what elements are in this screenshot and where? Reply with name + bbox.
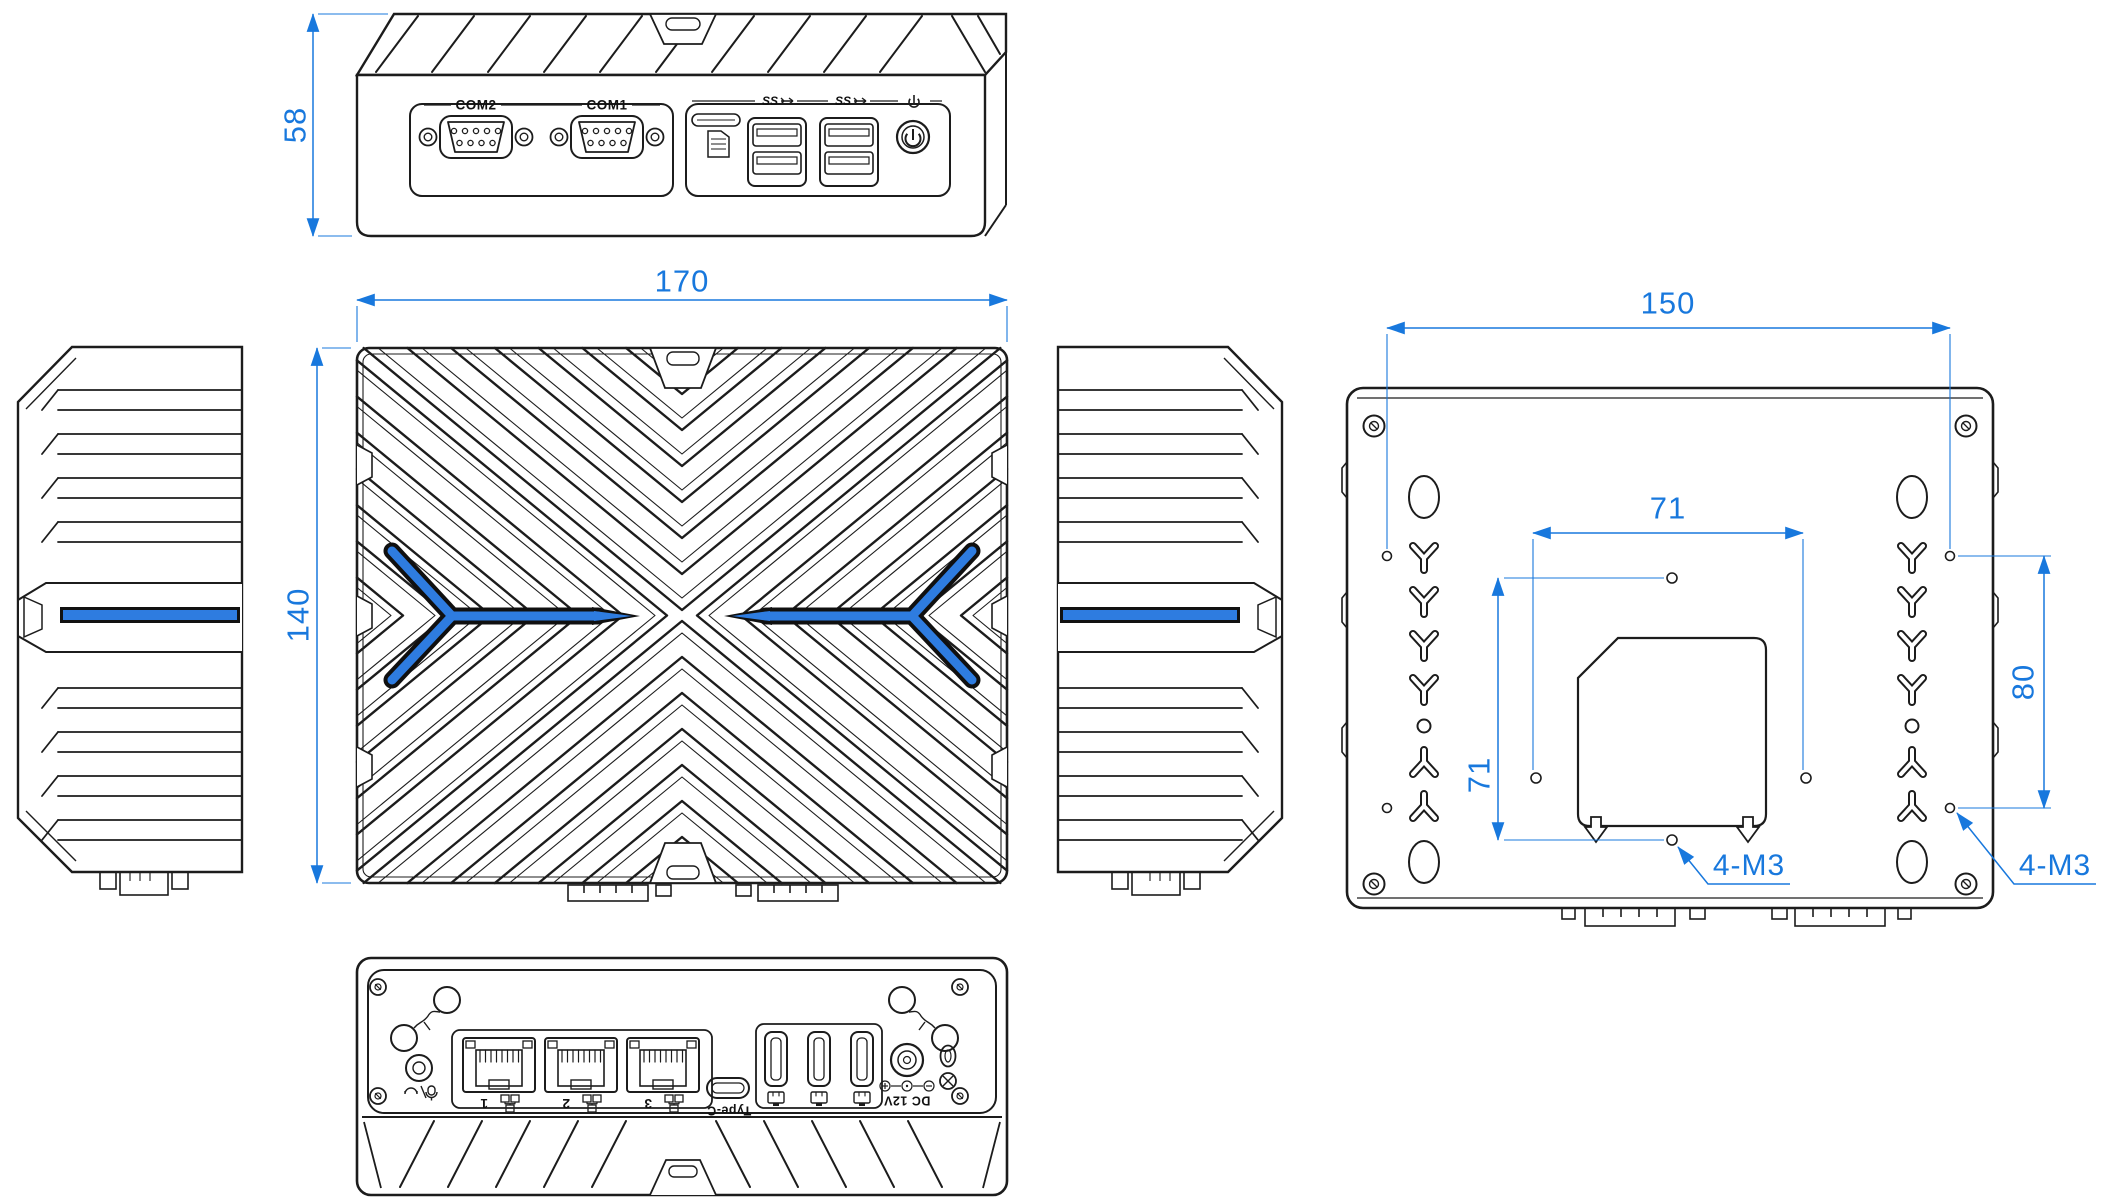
rear-view xyxy=(355,956,1009,1197)
bottom-connector-stubs xyxy=(567,884,839,902)
accent-y-left xyxy=(383,542,640,689)
lan-block xyxy=(451,1029,713,1109)
top-view xyxy=(355,346,1009,902)
lan-network-icon xyxy=(500,1094,684,1113)
bottom-view-stubs xyxy=(1561,907,1912,927)
mounting-holes xyxy=(1381,550,1956,846)
lan3-label: 3 xyxy=(643,1095,653,1111)
hdmi-block xyxy=(755,1023,883,1109)
rear-fin-band xyxy=(399,1120,943,1188)
dim-vesa-71-vertical: 71 xyxy=(1461,756,1497,794)
dimension-lines xyxy=(306,13,2096,885)
usb-typec-port xyxy=(706,1077,750,1099)
y-vent-columns xyxy=(1409,542,1927,822)
usb3-ss-label-1: SS xyxy=(761,94,779,108)
thread-callout-outer: 4-M3 xyxy=(2018,849,2092,882)
hollow-down-arrow-icon xyxy=(1583,816,1761,844)
oval-cutouts xyxy=(1408,475,1928,884)
sim-card-icon xyxy=(691,113,741,158)
antenna-hole-icon xyxy=(390,986,959,1052)
power-icon xyxy=(908,95,920,108)
hdmi-ports xyxy=(764,1031,874,1106)
com-panel xyxy=(409,103,674,197)
bottom-view xyxy=(1341,386,1999,927)
db9-serial-ports xyxy=(418,115,665,159)
audio-jack xyxy=(405,1054,433,1082)
side-view-right xyxy=(1056,345,1284,897)
com2-label: COM2 xyxy=(455,97,497,113)
power-button[interactable] xyxy=(895,119,931,155)
lan1-label: 1 xyxy=(479,1095,489,1111)
label-tie-lines xyxy=(424,100,942,106)
side-feet xyxy=(99,871,189,896)
typec-label: Type-C xyxy=(706,1103,752,1118)
accent-y-right xyxy=(724,542,981,689)
io-panel xyxy=(685,103,951,197)
dim-vesa-71-horizontal: 71 xyxy=(1649,490,1687,526)
lan2-label: 2 xyxy=(561,1095,571,1111)
dim-mount-150: 150 xyxy=(1640,285,1696,321)
usb3-ss-label-2: SS xyxy=(834,94,852,108)
dim-depth-140: 140 xyxy=(280,587,316,643)
thread-callout-inner: 4-M3 xyxy=(1712,849,1786,882)
center-plate xyxy=(1576,636,1768,828)
dim-mount-80: 80 xyxy=(2005,663,2041,701)
dim-height-58: 58 xyxy=(277,106,313,144)
corner-screws xyxy=(1362,414,1978,896)
dim-width-170: 170 xyxy=(654,263,710,299)
rear-corner-screws xyxy=(369,978,969,1105)
usb3-ports xyxy=(747,117,879,187)
grounding-screw xyxy=(939,1072,957,1090)
com1-label: COM1 xyxy=(586,97,628,113)
side-accent-stripe xyxy=(63,610,237,620)
headset-mic-icon xyxy=(404,1085,438,1101)
dc-polarity-icon xyxy=(879,1080,935,1092)
usb3-superspeed-icon xyxy=(780,97,867,105)
lan-ports xyxy=(462,1037,700,1093)
reset-hole xyxy=(939,1044,957,1068)
dc-jack xyxy=(889,1042,925,1078)
dc12v-label: DC 12V xyxy=(883,1093,931,1108)
side-view-left xyxy=(16,345,244,896)
front-view xyxy=(354,12,1008,238)
